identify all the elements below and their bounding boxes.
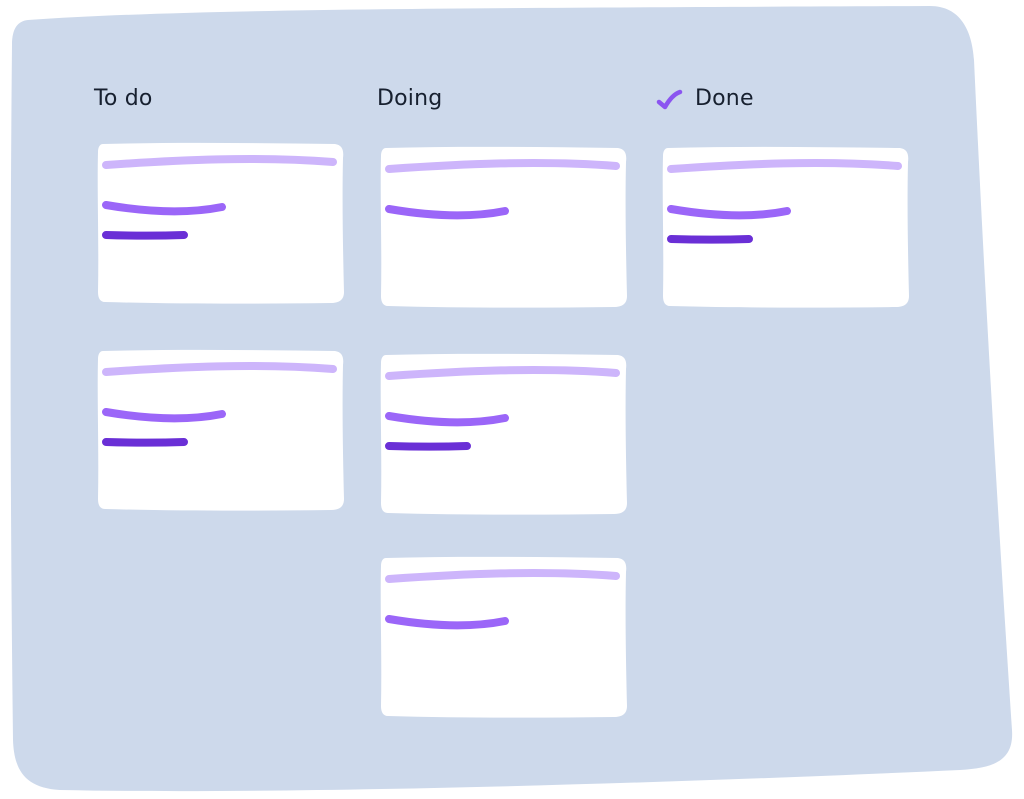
card-surface — [662, 146, 909, 308]
task-card[interactable] — [380, 146, 627, 308]
checkmark-icon — [656, 89, 683, 110]
card-surface — [380, 353, 627, 515]
card-surface — [380, 556, 627, 718]
card-surface — [97, 142, 344, 304]
card-surface — [97, 349, 344, 511]
card-text-line — [385, 442, 471, 451]
card-text-line — [385, 205, 509, 220]
card-title-line — [385, 365, 620, 380]
column-title-todo: To do — [94, 86, 153, 111]
card-title-line — [385, 158, 620, 173]
card-title-line — [385, 568, 620, 583]
card-title-line — [667, 158, 902, 173]
task-card[interactable] — [97, 349, 344, 511]
card-text-line — [102, 231, 188, 240]
column-title-doing: Doing — [377, 86, 443, 111]
card-text-line — [667, 235, 753, 244]
card-surface — [380, 146, 627, 308]
card-text-line — [102, 408, 226, 423]
card-text-line — [102, 201, 226, 216]
card-text-line — [102, 438, 188, 447]
task-card[interactable] — [662, 146, 909, 308]
task-card[interactable] — [380, 556, 627, 718]
column-title-done: Done — [695, 86, 754, 111]
card-text-line — [385, 615, 509, 630]
card-text-line — [667, 205, 791, 220]
task-card[interactable] — [380, 353, 627, 515]
card-title-line — [102, 361, 337, 376]
task-card[interactable] — [97, 142, 344, 304]
card-text-line — [385, 412, 509, 427]
card-title-line — [102, 154, 337, 169]
